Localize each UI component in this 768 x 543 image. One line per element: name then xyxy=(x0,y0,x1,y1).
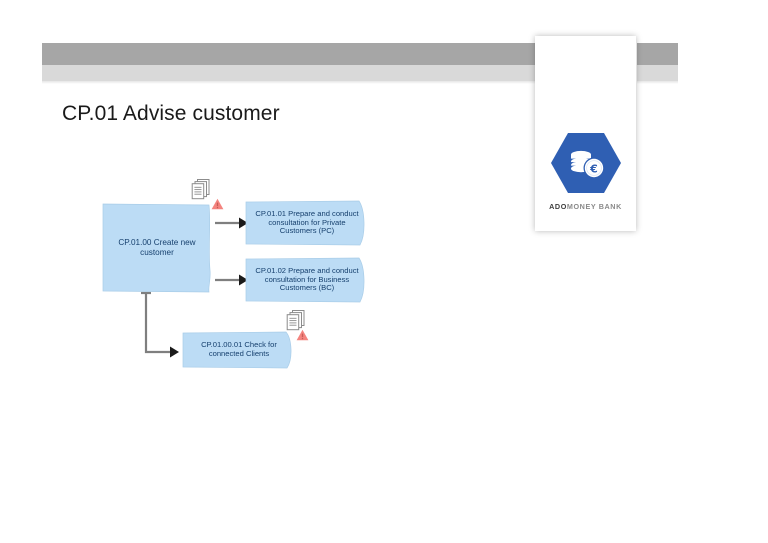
header-bar-shadow-right xyxy=(637,81,678,84)
header-bar-light-right xyxy=(637,65,678,81)
header-bar-dark-right xyxy=(637,43,678,65)
process-node-main[interactable]: CP.01.00 Create new customer xyxy=(101,202,213,294)
node-pc-shape xyxy=(245,200,365,246)
header-bar-light-left xyxy=(42,65,543,81)
node-main-shape xyxy=(102,203,211,293)
process-node-pc[interactable]: CP.01.01 Prepare and conduct consultatio… xyxy=(245,200,369,246)
connector-main-to-pc xyxy=(215,217,248,229)
stacked-coins-euro-icon: € xyxy=(570,150,604,179)
page-title: CP.01 Advise customer xyxy=(62,102,280,125)
svg-text:€: € xyxy=(589,162,598,175)
warning-triangle-icon[interactable] xyxy=(296,328,309,346)
logo-wordmark-bold: ADO xyxy=(549,202,567,211)
process-node-bc[interactable]: CP.01.02 Prepare and conduct consultatio… xyxy=(245,257,369,303)
header-bar-shadow-left xyxy=(42,81,543,84)
logo-wordmark: ADOMONEY BANK xyxy=(535,202,636,211)
process-node-check[interactable]: CP.01.00.01 Check for connected Clients xyxy=(182,331,296,369)
document-stack-icon[interactable] xyxy=(191,178,211,205)
logo-hexagon: € xyxy=(550,132,622,194)
warning-triangle-icon[interactable] xyxy=(211,197,224,215)
node-bc-shape xyxy=(245,257,365,303)
logo-inner: € ADOMONEY BANK xyxy=(535,132,636,211)
document-stack-icon[interactable] xyxy=(286,309,306,336)
header-bar-dark-left xyxy=(42,43,543,65)
node-check-shape xyxy=(182,331,292,369)
connector-main-to-check xyxy=(141,291,179,358)
logo-panel: € ADOMONEY BANK xyxy=(535,36,636,231)
connector-main-to-bc xyxy=(215,274,248,286)
logo-wordmark-rest: MONEY BANK xyxy=(566,202,622,211)
